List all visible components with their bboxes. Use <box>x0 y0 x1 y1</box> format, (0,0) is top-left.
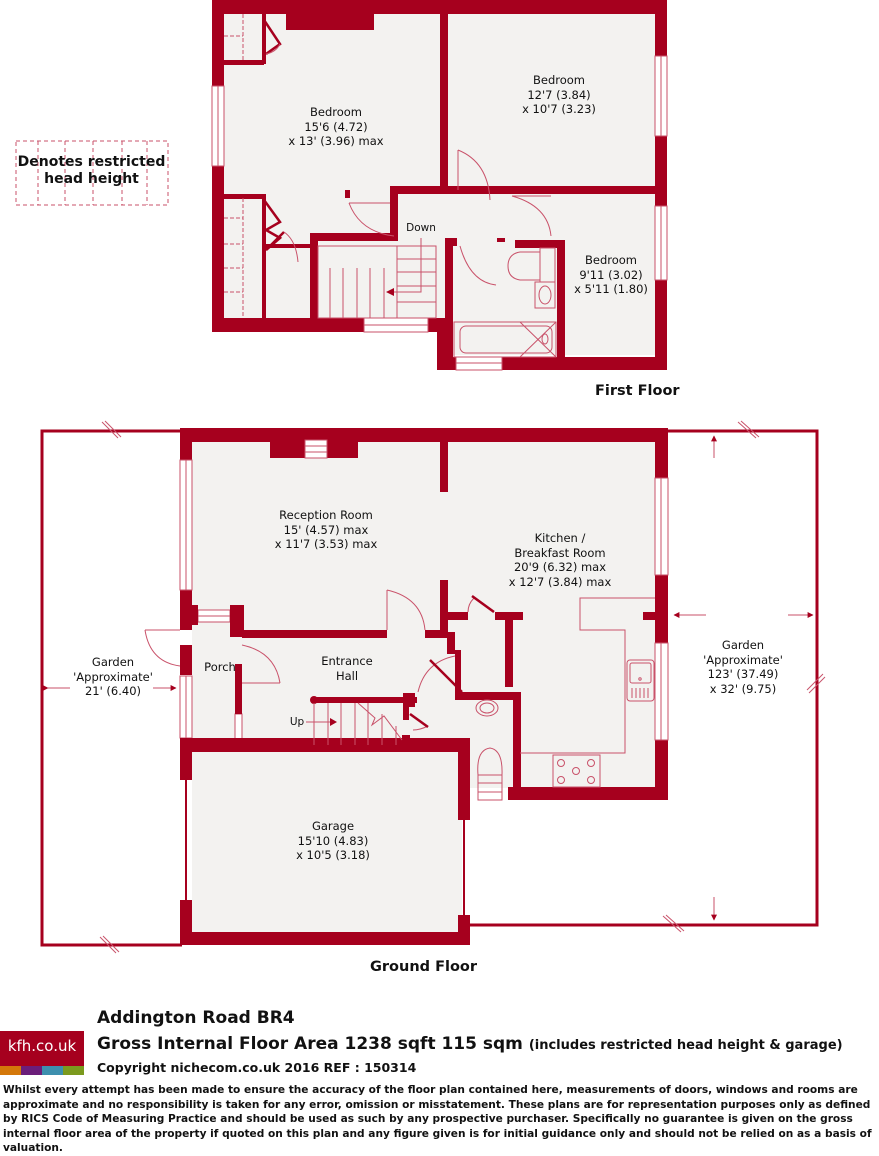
restricted-head-height-legend: Denotes restricted head height <box>15 140 168 205</box>
ground-floor-title: Ground Floor <box>370 959 478 975</box>
garden-label-rear: Garden 'Approximate' 123' (37.49) x 32' … <box>703 638 783 696</box>
restricted-head-height-legend-box <box>15 140 169 206</box>
room-label-entrance-hall: Entrance Hall <box>321 654 373 683</box>
logo-bar-orange <box>0 1066 21 1075</box>
floor-plan-drawing <box>15 0 826 954</box>
legend-text: Denotes restricted head height <box>17 154 166 187</box>
room-label-kitchen: Kitchen / Breakfast Room 20'9 (6.32) max… <box>508 531 612 589</box>
ground-floor-plan <box>40 420 826 954</box>
stairs-up-label: Up <box>289 716 305 728</box>
gross-internal-area: Gross Internal Floor Area 1238 sqft 115 … <box>97 1034 843 1054</box>
logo-bar-green <box>63 1066 84 1075</box>
property-address: Addington Road BR4 <box>97 1008 295 1028</box>
room-label-porch: Porch <box>204 660 236 674</box>
kfh-logo: kfh.co.uk <box>0 1031 84 1075</box>
room-label-bedroom-2: Bedroom 12'7 (3.84) x 10'7 (3.23) <box>522 73 596 116</box>
first-floor-title: First Floor <box>595 383 680 399</box>
garden-label-side: Garden 'Approximate' 21' (6.40) <box>73 655 153 698</box>
area-note: (includes restricted head height & garag… <box>528 1038 843 1053</box>
logo-bar-purple <box>21 1066 42 1075</box>
logo-bar-blue <box>42 1066 63 1075</box>
stairs-down-label: Down <box>406 222 436 234</box>
copyright: Copyright nichecom.co.uk 2016 REF : 1503… <box>97 1060 417 1075</box>
room-label-bedroom-3: Bedroom 9'11 (3.02) x 5'11 (1.80) <box>574 253 648 296</box>
logo-color-bars <box>0 1066 84 1075</box>
first-floor-plan <box>211 0 668 371</box>
logo-text: kfh.co.uk <box>7 1037 77 1055</box>
area-main: Gross Internal Floor Area 1238 sqft 115 … <box>97 1034 523 1054</box>
room-label-bedroom-1: Bedroom 15'6 (4.72) x 13' (3.96) max <box>288 105 384 148</box>
room-label-reception: Reception Room 15' (4.57) max x 11'7 (3.… <box>274 508 378 551</box>
room-label-garage: Garage 15'10 (4.83) x 10'5 (3.18) <box>296 819 370 862</box>
disclaimer: Whilst every attempt has been made to en… <box>3 1084 872 1155</box>
